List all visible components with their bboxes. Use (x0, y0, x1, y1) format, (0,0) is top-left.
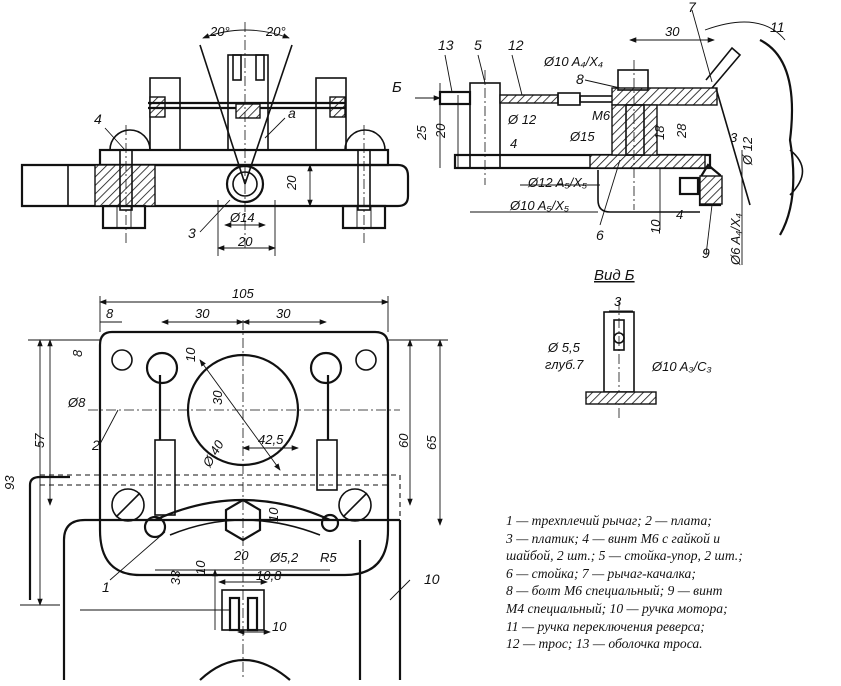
callout-2: 2 (91, 437, 100, 453)
dim-side-30: 30 (665, 24, 680, 39)
view-b-arrow-label: Б (392, 79, 402, 96)
dim-side-d12-right: Ø 12 (740, 136, 755, 166)
dim-view-depth: глуб.7 (545, 357, 584, 372)
dim-plan-r5: R5 (320, 550, 337, 565)
titles: Вид Б Б (392, 79, 635, 284)
dim-plan-60: 60 (396, 433, 411, 448)
dim-plan-8-top: 8 (106, 306, 114, 321)
legend-line: 1 — трехплечий рычаг; 2 — плата; (506, 513, 712, 528)
dim-plan-d8: Ø8 (67, 395, 86, 410)
dim-plan-30a: 30 (195, 306, 210, 321)
view-b-title: Вид Б (594, 267, 635, 284)
legend-line: М4 специальный; 10 — ручка мотора; (506, 600, 728, 616)
dim-plan-d5-2: Ø5,2 (269, 550, 299, 565)
callout-9: 9 (702, 245, 710, 261)
dim-view-d10-a3c3: Ø10 A₃/C₃ (651, 359, 712, 374)
dim-side-d10-a4x4-top: Ø10 A₄/X₄ (543, 54, 603, 69)
callout-11: 11 (770, 19, 785, 35)
dim-plan-10-right: 10 (266, 507, 281, 522)
callout-numbers: 1 2 3 4 5 6 7 8 9 10 11 12 13 (91, 0, 785, 595)
dim-front-20-vert: 20 (284, 175, 299, 191)
callout-1: 1 (102, 579, 110, 595)
dim-side-d6-a4x4: Ø6 A₄/X₄ (728, 213, 743, 266)
dim-front-d14: Ø14 (229, 210, 255, 225)
dim-side-3: 3 (730, 130, 738, 145)
parts-legend: 1 — трехплечий рычаг; 2 — плата; 3 — пла… (506, 512, 831, 653)
dim-view-3: 3 (614, 294, 622, 309)
legend-line: шайбой, 2 шт.; 5 — стойка-упор, 2 шт.; (506, 548, 743, 564)
dim-plan-30b: 30 (276, 306, 291, 321)
callout-5: 5 (474, 37, 482, 53)
dim-angle-left: 20° (209, 24, 230, 39)
dim-plan-33: 33 (168, 570, 183, 585)
callout-3: 3 (188, 225, 196, 241)
callout-13: 13 (438, 37, 454, 53)
dim-side-m6: M6 (592, 108, 611, 123)
legend-line: 12 — трос; 13 — оболочка троса. (506, 636, 703, 652)
dim-plan-93: 93 (2, 475, 17, 490)
dim-plan-10-left: 10 (193, 560, 208, 575)
dim-plan-20: 20 (233, 548, 249, 563)
dim-plan-d40: Ø 40 (199, 437, 227, 470)
callout-10: 10 (424, 571, 440, 587)
dim-view-d5-5: Ø 5,5 (547, 340, 581, 355)
side-view (415, 21, 804, 265)
callout-12: 12 (508, 37, 524, 53)
legend-line: 8 — болт М6 специальный; 9 — винт (506, 583, 723, 599)
dim-side-d10-a5x5: Ø10 A₅/X₅ (509, 198, 570, 213)
front-view (20, 22, 410, 256)
dim-plan-10-bottom: 10 (272, 619, 287, 634)
dim-angle-right: 20° (265, 24, 286, 39)
dim-side-d15: Ø15 (569, 129, 595, 144)
callout-7: 7 (688, 0, 697, 15)
dim-side-4a: 4 (510, 136, 517, 151)
dim-plan-10-8: 10,8 (256, 568, 282, 583)
point-a: a (288, 105, 296, 121)
plan-view (20, 296, 448, 681)
dim-side-4b: 4 (676, 207, 683, 222)
callout-4: 4 (94, 111, 102, 127)
dim-side-25: 25 (414, 125, 429, 141)
callout-8: 8 (576, 71, 584, 87)
dim-plan-105: 105 (232, 286, 254, 301)
dim-plan-65: 65 (424, 435, 439, 450)
dim-side-18: 18 (652, 125, 667, 140)
dim-side-20: 20 (433, 123, 448, 139)
dim-side-d12-a5x5: Ø12 A₅/X₅ (527, 175, 588, 190)
dim-side-28: 28 (674, 123, 689, 139)
dim-side-10: 10 (648, 219, 663, 234)
legend-line: 3 — платик; 4 — винт М6 с гайкой и (506, 530, 721, 546)
dim-plan-42-5: 42,5 (258, 432, 284, 447)
callout-6: 6 (596, 227, 604, 243)
callout-leaders (99, 9, 713, 601)
dim-front-20-horiz: 20 (237, 234, 253, 249)
dim-plan-30-circle: 30 (210, 390, 225, 405)
dim-plan-57: 57 (32, 433, 47, 448)
legend-line: 6 — стойка; 7 — рычаг-качалка; (506, 565, 696, 581)
dim-plan-10: 10 (183, 347, 198, 362)
dim-side-d12: Ø 12 (507, 112, 537, 127)
view-b (585, 300, 657, 420)
dim-plan-8-side: 8 (70, 349, 85, 357)
legend-line: 11 — ручка переключения реверса; (506, 618, 705, 634)
